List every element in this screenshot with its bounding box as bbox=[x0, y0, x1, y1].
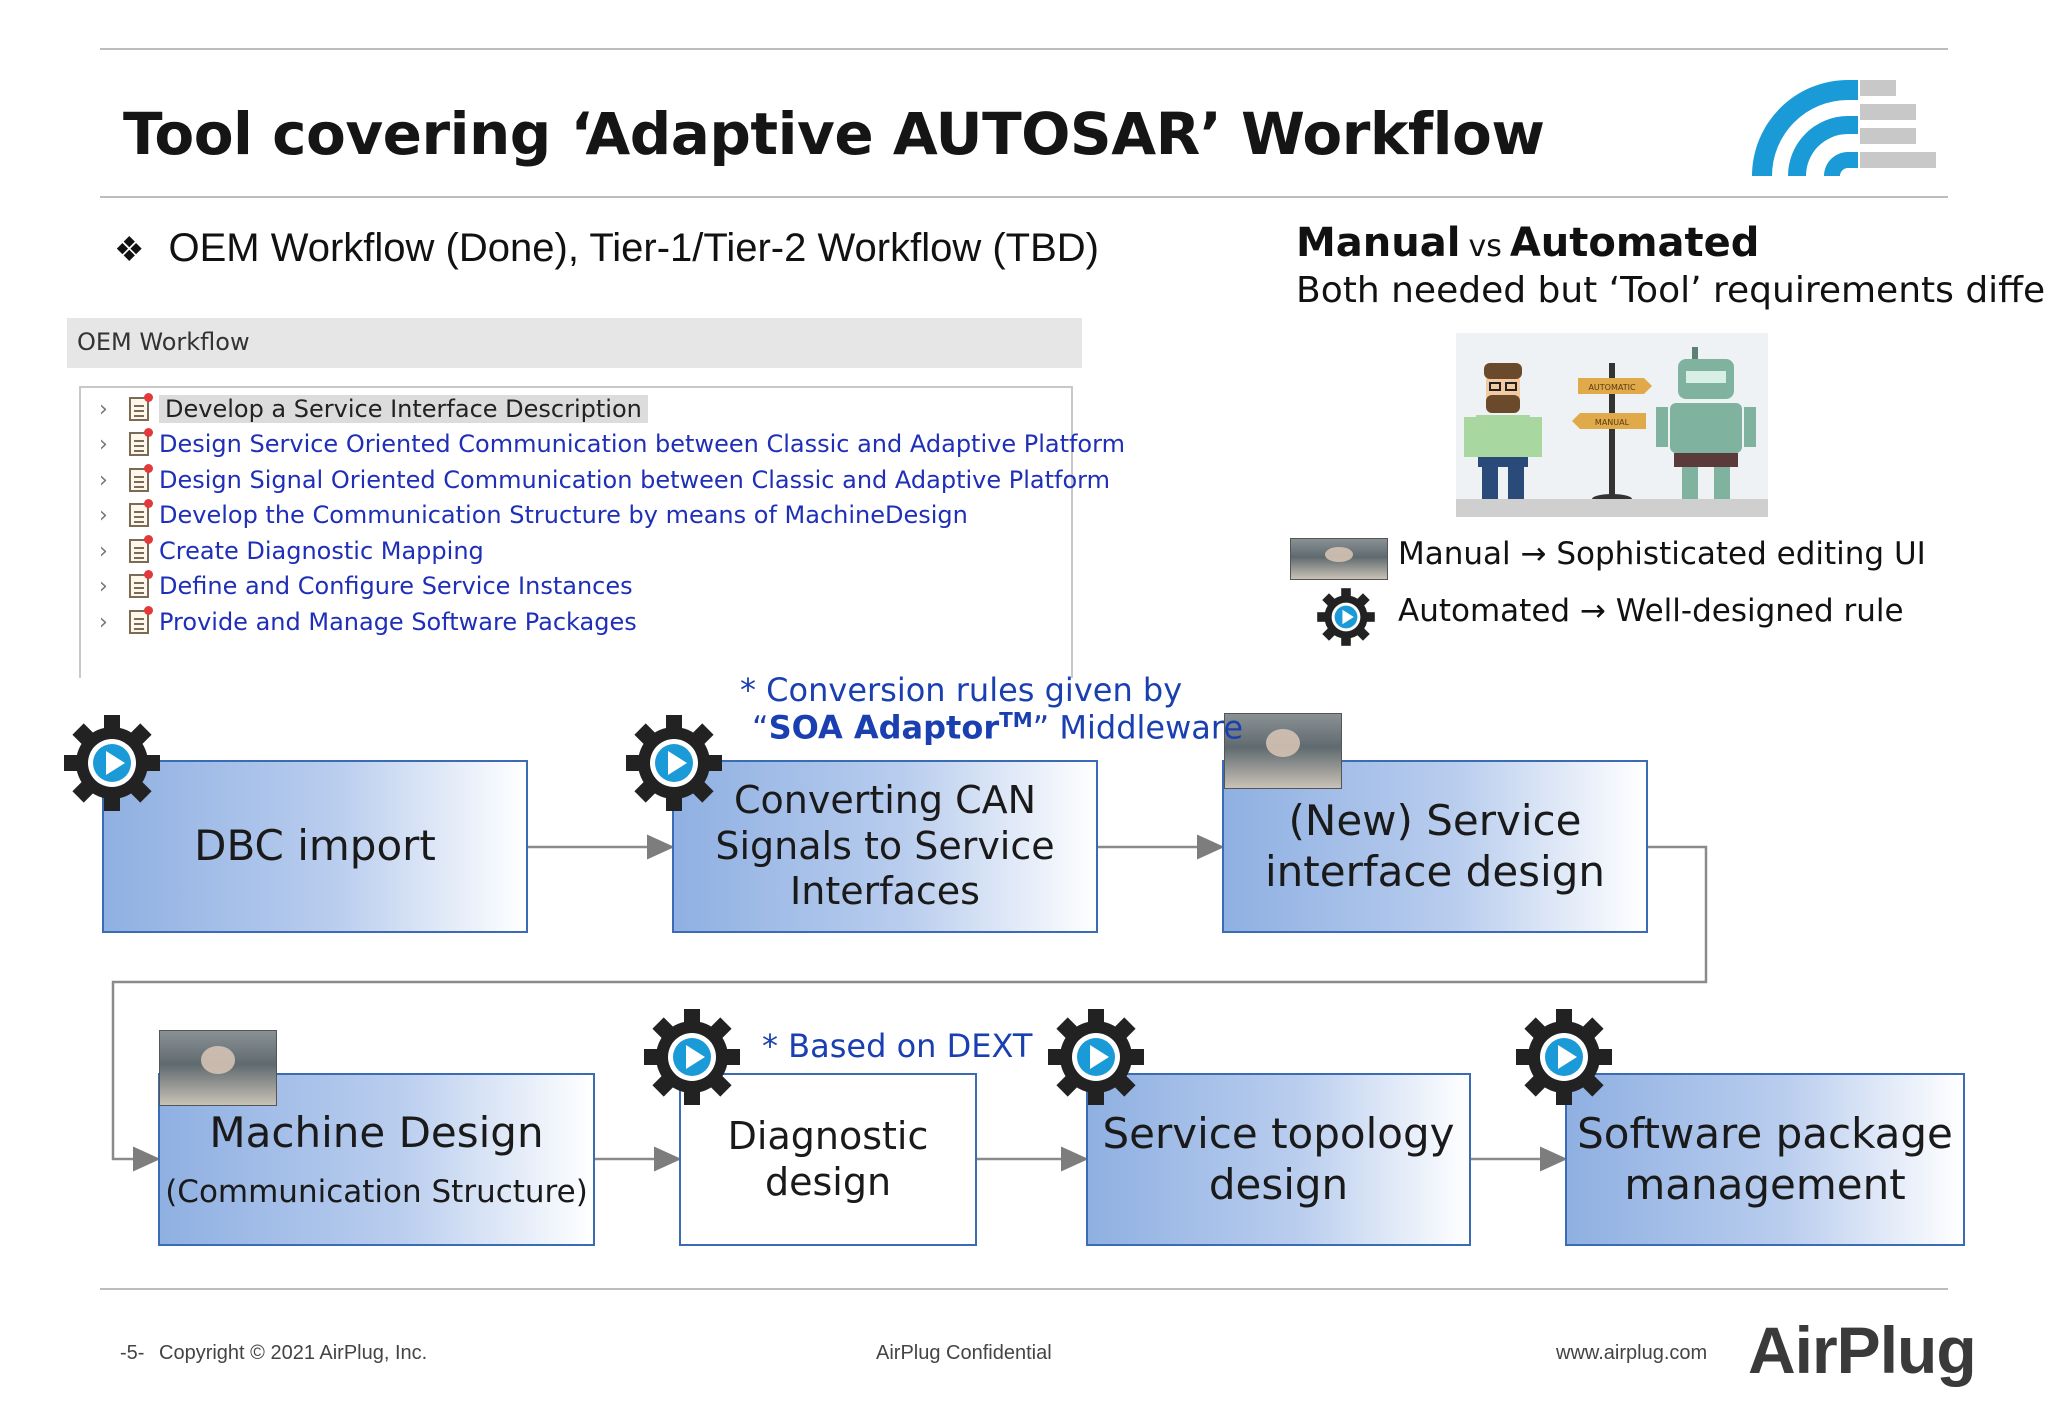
automation-gear-icon bbox=[626, 715, 722, 811]
automation-gear-icon bbox=[644, 1009, 740, 1105]
conversion-rules-note: * Conversion rules given by bbox=[740, 671, 1183, 709]
illustration-floor bbox=[1456, 499, 1768, 517]
human-vs-robot-illustration: AUTOMATIC MANUAL bbox=[1456, 333, 1768, 517]
tree-item[interactable]: ›Create Diagnostic Mapping bbox=[99, 535, 484, 565]
website-link[interactable]: www.airplug.com bbox=[1556, 1342, 1708, 1364]
manual-video-thumbnail bbox=[1224, 713, 1342, 789]
tree-item[interactable]: ›Develop the Communication Structure by … bbox=[99, 499, 968, 529]
footer-divider bbox=[100, 1288, 1948, 1290]
automation-gear-icon bbox=[64, 715, 160, 811]
diamond-bullet-icon: ❖ bbox=[114, 231, 145, 269]
chevron-right-icon[interactable]: › bbox=[99, 431, 108, 457]
copyright-text: Copyright © 2021 AirPlug, Inc. bbox=[159, 1342, 428, 1364]
illustration-svg: AUTOMATIC MANUAL bbox=[1464, 347, 1756, 504]
step-dbc-import[interactable]: DBC import bbox=[102, 760, 528, 933]
workflow-bullet: ❖ OEM Workflow (Done), Tier-1/Tier-2 Work… bbox=[114, 226, 1099, 271]
sign-manual: MANUAL bbox=[1595, 418, 1630, 427]
document-icon bbox=[129, 606, 153, 634]
title-divider bbox=[100, 196, 1948, 198]
automation-gear-icon bbox=[1317, 588, 1375, 646]
step-software-package[interactable]: Software package management bbox=[1565, 1073, 1965, 1246]
slide-title: Tool covering ‘Adaptive AUTOSAR’ Workflo… bbox=[123, 100, 1545, 168]
step-service-topology[interactable]: Service topology design bbox=[1086, 1073, 1471, 1246]
requirements-note: Both needed but ‘Tool’ requirements diff… bbox=[1296, 270, 2048, 311]
automation-gear-icon bbox=[1048, 1009, 1144, 1105]
document-icon bbox=[129, 570, 153, 598]
chevron-right-icon[interactable]: › bbox=[99, 573, 108, 599]
automation-gear-icon bbox=[1516, 1009, 1612, 1105]
chevron-right-icon[interactable]: › bbox=[99, 396, 108, 422]
step-converting-can[interactable]: Converting CAN Signals to Service Interf… bbox=[672, 760, 1098, 933]
top-divider bbox=[100, 48, 1948, 50]
chevron-right-icon[interactable]: › bbox=[99, 502, 108, 528]
tree-item[interactable]: ›Develop a Service Interface Description bbox=[99, 393, 648, 428]
tree-item[interactable]: ›Define and Configure Service Instances bbox=[99, 570, 633, 600]
tree-item[interactable]: ›Design Service Oriented Communication b… bbox=[99, 428, 1125, 458]
oem-workflow-tree: ›Develop a Service Interface Description… bbox=[79, 386, 1125, 678]
bullet-text: OEM Workflow (Done), Tier-1/Tier-2 Workf… bbox=[168, 226, 1099, 270]
document-icon bbox=[129, 393, 153, 421]
document-icon bbox=[129, 464, 153, 492]
soa-adaptor-note: “SOA AdaptorTM” Middleware bbox=[752, 708, 1244, 747]
page-number: -5- bbox=[120, 1342, 145, 1364]
tree-item[interactable]: ›Design Signal Oriented Communication be… bbox=[99, 464, 1110, 494]
chevron-right-icon[interactable]: › bbox=[99, 467, 108, 493]
document-icon bbox=[129, 428, 153, 456]
document-icon bbox=[129, 499, 153, 527]
chevron-right-icon[interactable]: › bbox=[99, 538, 108, 564]
airplug-wave-logo bbox=[1752, 80, 1936, 176]
confidential-label: AirPlug Confidential bbox=[876, 1342, 1052, 1364]
chevron-right-icon[interactable]: › bbox=[99, 609, 108, 635]
manual-video-thumbnail bbox=[159, 1030, 277, 1106]
airplug-logo: AirPlug bbox=[1748, 1313, 1977, 1387]
document-icon bbox=[129, 535, 153, 563]
tree-item[interactable]: ›Provide and Manage Software Packages bbox=[99, 606, 637, 636]
sign-automatic: AUTOMATIC bbox=[1588, 383, 1636, 392]
oem-workflow-header: OEM Workflow bbox=[67, 318, 1082, 368]
dext-note: * Based on DEXT bbox=[762, 1027, 1033, 1065]
video-thumbnail-icon bbox=[1290, 538, 1388, 580]
step-diagnostic-design[interactable]: Diagnostic design bbox=[679, 1073, 977, 1246]
oem-workflow-title: OEM Workflow bbox=[77, 328, 250, 356]
